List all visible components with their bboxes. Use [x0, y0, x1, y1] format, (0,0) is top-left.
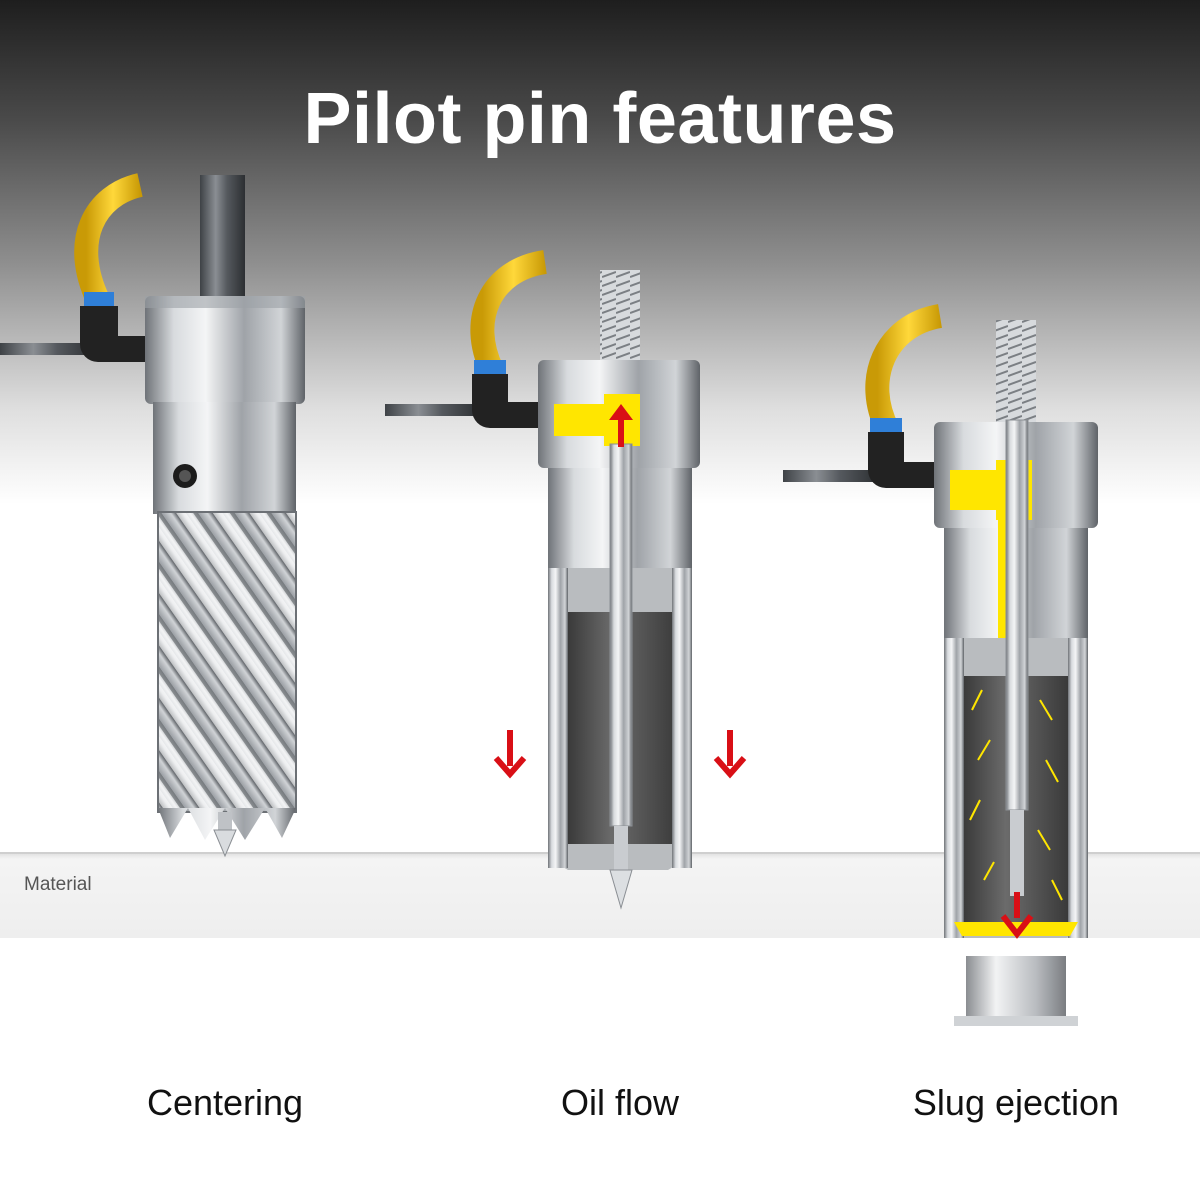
oil-flow-illustration — [385, 250, 747, 910]
caption-oil-flow: Oil flow — [560, 1082, 680, 1123]
material-label: Material — [24, 874, 92, 895]
slug-ejection-illustration — [783, 304, 1098, 1026]
page-title: Pilot pin features — [303, 79, 897, 159]
centering-illustration — [0, 173, 305, 858]
caption-slug-ejection: Slug ejection — [912, 1082, 1120, 1123]
caption-centering: Centering — [146, 1082, 304, 1123]
